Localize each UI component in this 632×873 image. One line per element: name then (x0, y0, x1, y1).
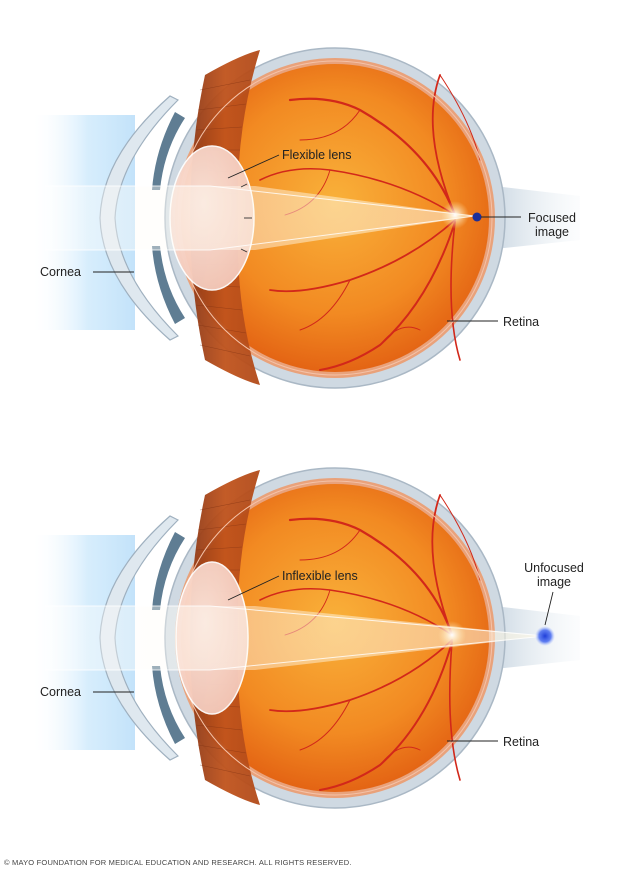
light-beam-edge (45, 185, 476, 251)
cornea-label-bottom: Cornea (40, 685, 81, 699)
leader-line-lens (227, 575, 280, 601)
optic-disc (438, 621, 466, 649)
unfocused-image-label: Unfocused image (524, 561, 584, 589)
eye-inflexible-lens (30, 467, 580, 809)
cornea-label-top: Cornea (40, 265, 81, 279)
leader-line-lens (227, 154, 280, 179)
focused-image-label: Focused image (528, 211, 576, 239)
lens-flex-arrows (240, 183, 252, 253)
retinal-vessels (259, 494, 481, 791)
copyright-notice: © MAYO FOUNDATION FOR MEDICAL EDUCATION … (4, 858, 352, 867)
focused-image-dot (472, 212, 482, 222)
light-beam-edge (45, 605, 546, 671)
inflexible-lens-label: Inflexible lens (282, 569, 358, 583)
retina-label-bottom: Retina (503, 735, 540, 749)
retina-label-top: Retina (503, 315, 540, 329)
iris (152, 112, 185, 324)
leader-line-unfocus (544, 591, 554, 626)
optic-nerve (486, 185, 580, 250)
unfocused-image-dot (535, 626, 555, 646)
eye-flexible-lens (30, 47, 580, 389)
retinal-vessels (259, 74, 481, 371)
flexible-lens-label: Flexible lens (282, 148, 352, 162)
optic-disc (441, 201, 469, 229)
light-beam (45, 606, 545, 670)
iris (152, 532, 185, 744)
light-beam (45, 186, 475, 250)
